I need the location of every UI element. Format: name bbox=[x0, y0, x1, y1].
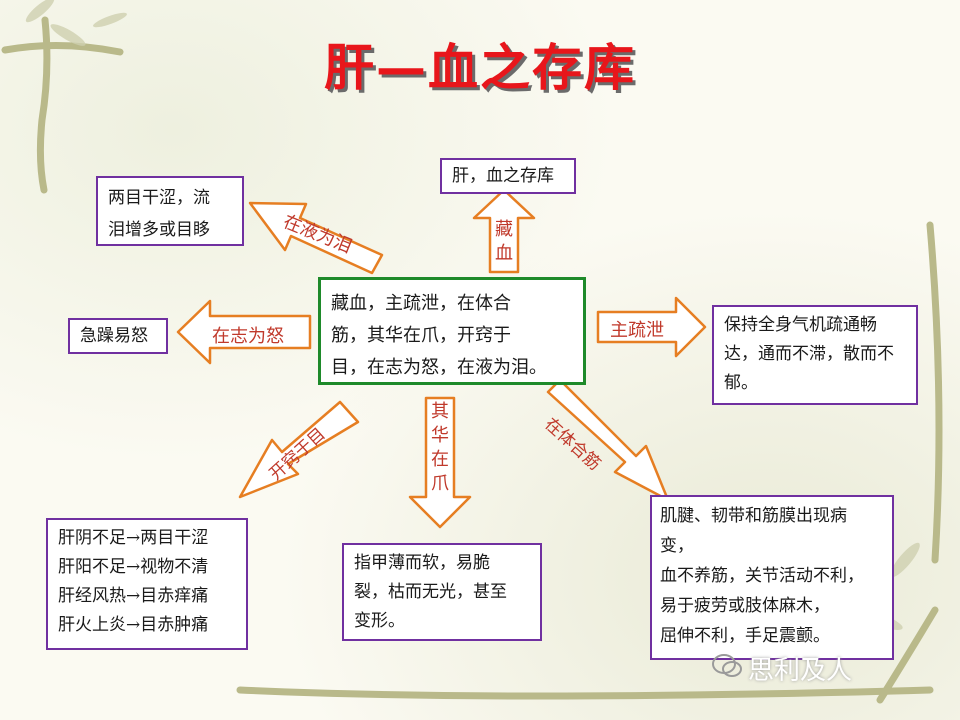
left-box-text: 急躁易怒 bbox=[80, 326, 148, 346]
top-box: 肝，血之存库 bbox=[440, 158, 576, 194]
bottom-arrow-label-char: 华 bbox=[431, 425, 449, 446]
arrow-upper-left bbox=[248, 201, 384, 275]
lower-right-line: 易于疲劳或肢体麻木， bbox=[660, 596, 830, 616]
center-summary-box: 藏血，主疏泄，在体合 筋，其华在爪，开窍于 目，在志为怒，在液为泪。 bbox=[318, 277, 586, 385]
left-box: 急躁易怒 bbox=[68, 318, 168, 354]
bottom-arrow-label-char: 其 bbox=[431, 401, 449, 422]
lower-left-line: 肝阳不足→视物不清 bbox=[58, 557, 209, 577]
lower-left-box: 肝阴不足→两目干涩 肝阳不足→视物不清 肝经风热→目赤痒痛 肝火上炎→目赤肿痛 bbox=[46, 518, 248, 650]
top-arrow-label-char: 血 bbox=[495, 243, 513, 264]
right-box: 保持全身气机疏通畅 达，通而不滞，散而不 郁。 bbox=[712, 305, 918, 405]
arrow-right bbox=[596, 296, 707, 358]
bottom-arrow-label-char: 在 bbox=[431, 449, 449, 470]
lower-right-line: 肌腱、韧带和筋膜出现病 bbox=[660, 506, 847, 526]
right-box-line: 郁。 bbox=[724, 373, 758, 393]
bottom-box-line: 指甲薄而软，易脆 bbox=[354, 553, 490, 573]
upper-left-line: 泪增多或目眵 bbox=[108, 220, 210, 240]
upper-left-line: 两目干涩，流 bbox=[108, 188, 210, 208]
arrow-left bbox=[176, 299, 312, 365]
bottom-box-line: 裂，枯而无光，甚至 bbox=[354, 582, 507, 602]
arrow-lower-left bbox=[238, 400, 360, 499]
bottom-box: 指甲薄而软，易脆 裂，枯而无光，甚至 变形。 bbox=[342, 543, 542, 641]
right-arrow-label: 主疏泄 bbox=[610, 320, 664, 341]
arrow-down bbox=[408, 396, 472, 529]
upper-left-box: 两目干涩，流 泪增多或目眵 bbox=[96, 176, 244, 246]
lower-left-line: 肝火上炎→目赤肿痛 bbox=[58, 615, 209, 635]
top-box-text: 肝，血之存库 bbox=[452, 166, 554, 186]
center-line: 筋，其华在爪，开窍于 bbox=[331, 325, 511, 346]
arrow-lower-right bbox=[546, 378, 670, 502]
lower-left-line: 肝阴不足→两目干涩 bbox=[58, 528, 209, 548]
right-box-line: 达，通而不滞，散而不 bbox=[724, 344, 894, 364]
arrow-up bbox=[472, 188, 536, 274]
chat-bubble-icon bbox=[712, 654, 742, 677]
lower-left-line: 肝经风热→目赤痒痛 bbox=[58, 586, 209, 606]
bamboo-frame bbox=[1, 16, 943, 704]
top-arrow-label: 藏 血 bbox=[493, 218, 515, 266]
watermark-text: 思利及人 bbox=[748, 656, 853, 686]
lower-right-line: 屈伸不利，手足震颤。 bbox=[660, 626, 830, 646]
right-box-line: 保持全身气机疏通畅 bbox=[724, 315, 877, 335]
lower-right-line: 变， bbox=[660, 536, 694, 556]
top-arrow-label-char: 藏 bbox=[495, 219, 513, 240]
page-title: 肝—血之存库 bbox=[324, 39, 636, 97]
bottom-arrow-label-char: 爪 bbox=[431, 473, 449, 494]
lower-right-box: 肌腱、韧带和筋膜出现病 变， 血不养筋，关节活动不利， 易于疲劳或肢体麻木， 屈… bbox=[650, 495, 894, 660]
bottom-arrow-label: 其 华 在 爪 bbox=[429, 400, 451, 496]
left-arrow-label: 在志为怒 bbox=[212, 326, 284, 347]
lower-right-line: 血不养筋，关节活动不利， bbox=[660, 566, 864, 586]
bottom-box-line: 变形。 bbox=[354, 611, 405, 631]
center-line: 目，在志为怒，在液为泪。 bbox=[331, 357, 547, 378]
center-line: 藏血，主疏泄，在体合 bbox=[331, 293, 511, 314]
